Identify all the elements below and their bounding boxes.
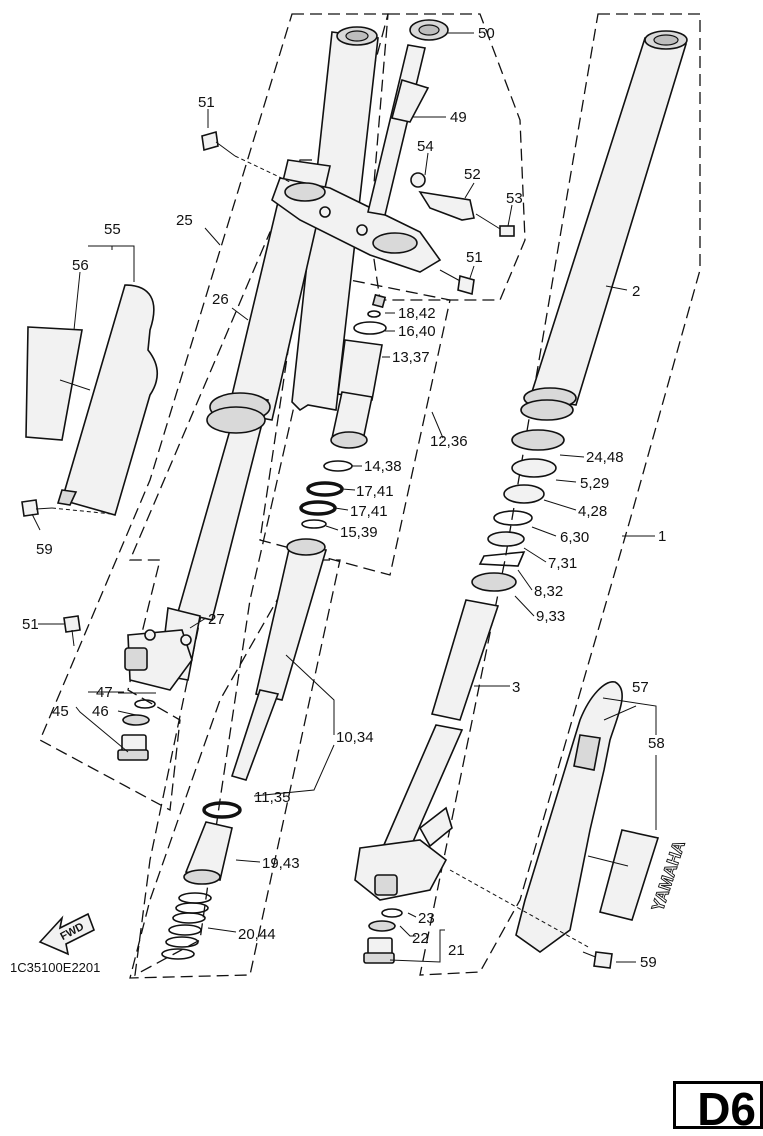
outline-right-fork-group [419,13,701,976]
callout-16-40: 16,40 [398,323,436,340]
callout-5-29: 5,29 [580,475,609,492]
callout-45: 45 [52,703,69,720]
outline-inner-tube-group [129,559,341,979]
callout-10-34: 10,34 [336,729,374,746]
spring-guide [183,821,233,885]
callout-11-35: 11,35 [254,789,290,806]
axle-holder-left [124,629,193,691]
right-inner-tube [378,599,500,861]
callout-59-right: 59 [640,954,657,971]
callout-57: 57 [632,679,649,696]
callout-12-36: 12,36 [430,433,468,450]
callout-2: 2 [632,283,640,300]
callout-4-28: 4,28 [578,503,607,520]
bolt-51-right [439,269,475,296]
callout-51-left: 51 [22,616,39,633]
callout-53: 53 [506,190,523,207]
inner-rod [230,538,328,781]
callout-47: 47 [96,684,113,701]
callout-52: 52 [464,166,481,183]
callout-15-39: 15,39 [340,524,378,541]
callout-59-left: 59 [36,541,53,558]
drain-bolt-group-left [117,699,156,761]
callout-21: 21 [448,942,465,959]
seal-stack-right [471,429,565,592]
callout-22: 22 [412,930,429,947]
callout-20-44: 20,44 [238,926,276,943]
bolt-59-left [21,499,113,517]
page-badge: D6 [673,1081,763,1135]
cable-guide [410,172,515,237]
outline-damper-group [259,269,451,576]
fork-spring [161,892,212,960]
drain-bolt-group-right [363,908,403,964]
callout-14-38: 14,38 [364,458,402,475]
page-badge-label: D6 [697,1083,756,1135]
callout-26: 26 [212,291,229,308]
callout-58: 58 [648,735,665,752]
callouts: 50 49 51 54 52 53 51 25 55 56 26 2 18,42… [10,25,689,975]
callout-56: 56 [72,257,89,274]
callout-46: 46 [92,703,109,720]
callout-54: 54 [417,138,434,155]
callout-17-41-b: 17,41 [350,503,388,520]
fork-guard-right [515,681,660,953]
o-ring-11 [202,801,242,819]
callout-9-33: 9,33 [536,608,565,625]
callout-8-32: 8,32 [534,583,563,600]
bolt-59-right [449,869,613,969]
callout-1: 1 [658,528,666,545]
callout-49: 49 [450,109,467,126]
callout-50: 50 [478,25,495,42]
callout-55: 55 [104,221,121,238]
callout-17-41-a: 17,41 [356,483,394,500]
callout-51-top: 51 [198,94,215,111]
bolt-51-top [201,130,291,183]
callout-13-37: 13,37 [392,349,430,366]
bolt-51-left [63,615,81,647]
axle-holder-right [354,806,453,901]
callout-51-right: 51 [466,249,483,266]
callout-18-42: 18,42 [398,305,436,322]
callout-3: 3 [512,679,520,696]
fwd-arrow-icon [38,912,96,956]
callout-7-31: 7,31 [548,555,577,572]
fork-guard-left [25,284,159,516]
diagram-code: 1C35100E2201 [10,960,100,975]
callout-24-48: 24,48 [586,449,624,466]
callout-27: 27 [208,611,225,628]
right-outer-tube [520,30,688,421]
callout-23: 23 [418,910,435,927]
callout-25: 25 [176,212,193,229]
callout-19-43: 19,43 [262,855,300,872]
lower-bracket [271,177,442,273]
leader-lines [31,32,657,963]
callout-6-30: 6,30 [560,529,589,546]
steering-stem [367,19,449,216]
